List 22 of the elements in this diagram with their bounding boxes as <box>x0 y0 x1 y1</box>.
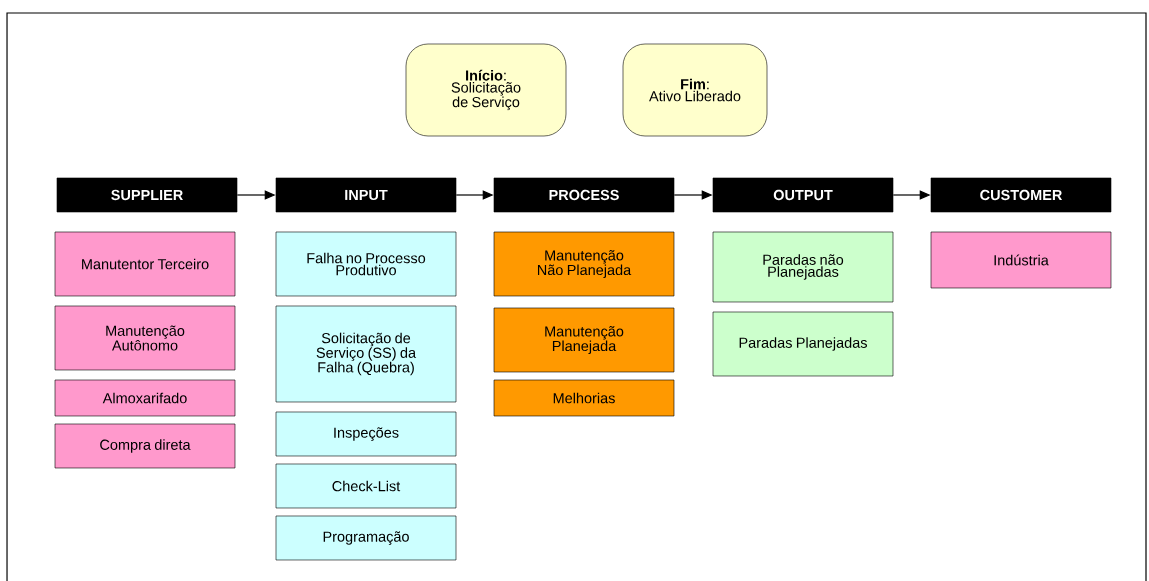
process-box: Inspeções <box>275 411 457 457</box>
stage-header: PROCESS <box>493 177 675 213</box>
process-box: Manutenção Não Planejada <box>493 231 675 297</box>
process-box: Indústria <box>930 231 1112 289</box>
process-box: Solicitação de Serviço (SS) da Falha (Quebra) <box>275 305 457 403</box>
stage-header: INPUT <box>275 177 457 213</box>
process-box: Programação <box>275 515 457 561</box>
process-box: Manutenção Autônomo <box>54 305 236 371</box>
process-box: Manutentor Terceiro <box>54 231 236 297</box>
stage-header: OUTPUT <box>712 177 894 213</box>
process-box: Compra direta <box>54 423 236 469</box>
process-box: Check-List <box>275 463 457 509</box>
process-box: Almoxarifado <box>54 379 236 417</box>
stage-header: SUPPLIER <box>56 177 238 213</box>
process-box: Melhorias <box>493 379 675 417</box>
process-box: Manutenção Planejada <box>493 307 675 373</box>
terminal-box: Início: Solicitação de Serviço <box>405 43 567 137</box>
stage-header: CUSTOMER <box>930 177 1112 213</box>
process-box: Paradas Planejadas <box>712 311 894 377</box>
process-box: Paradas não Planejadas <box>712 231 894 303</box>
process-box: Falha no Processo Produtivo <box>275 231 457 297</box>
terminal-box: Fim: Ativo Liberado <box>622 43 768 137</box>
